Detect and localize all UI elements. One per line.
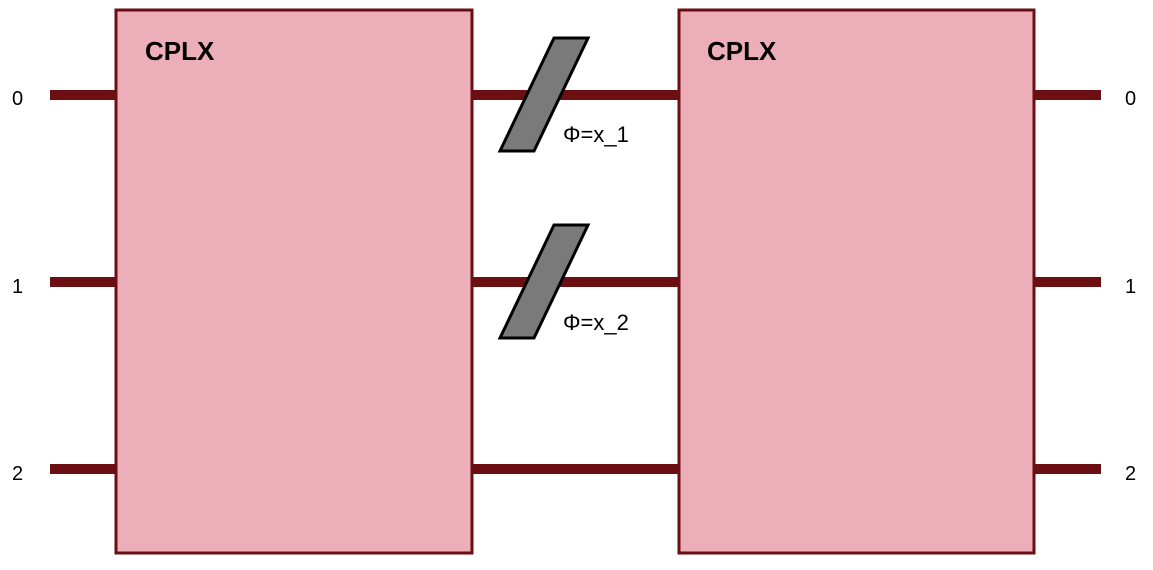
wires [50,90,1101,474]
input-port-labels: 0 1 2 [12,88,23,485]
input-port-label-1: 1 [12,276,23,298]
phase-shifter-2[interactable]: Φ=x_2 [497,223,629,340]
component-block-2[interactable]: CPLX [677,8,1036,555]
output-port-label-1: 1 [1125,276,1136,298]
output-port-label-0: 0 [1125,88,1136,110]
component-block-1[interactable]: CPLX [114,8,474,555]
component-block-1-title: CPLX [145,36,215,66]
input-port-label-2: 2 [12,463,23,485]
input-port-label-0: 0 [12,88,23,110]
output-port-labels: 0 1 2 [1125,88,1136,485]
output-port-label-2: 2 [1125,463,1136,485]
component-block-1-body[interactable] [114,8,474,555]
component-block-2-body[interactable] [677,8,1036,555]
phase-shifter-1-shape[interactable] [497,36,591,153]
phase-shifter-1-label: Φ=x_1 [563,122,629,147]
phase-shifter-2-label: Φ=x_2 [563,310,629,335]
phase-shifter-1[interactable]: Φ=x_1 [497,36,629,153]
component-block-2-title: CPLX [707,36,777,66]
phase-shifter-2-shape[interactable] [497,223,591,340]
